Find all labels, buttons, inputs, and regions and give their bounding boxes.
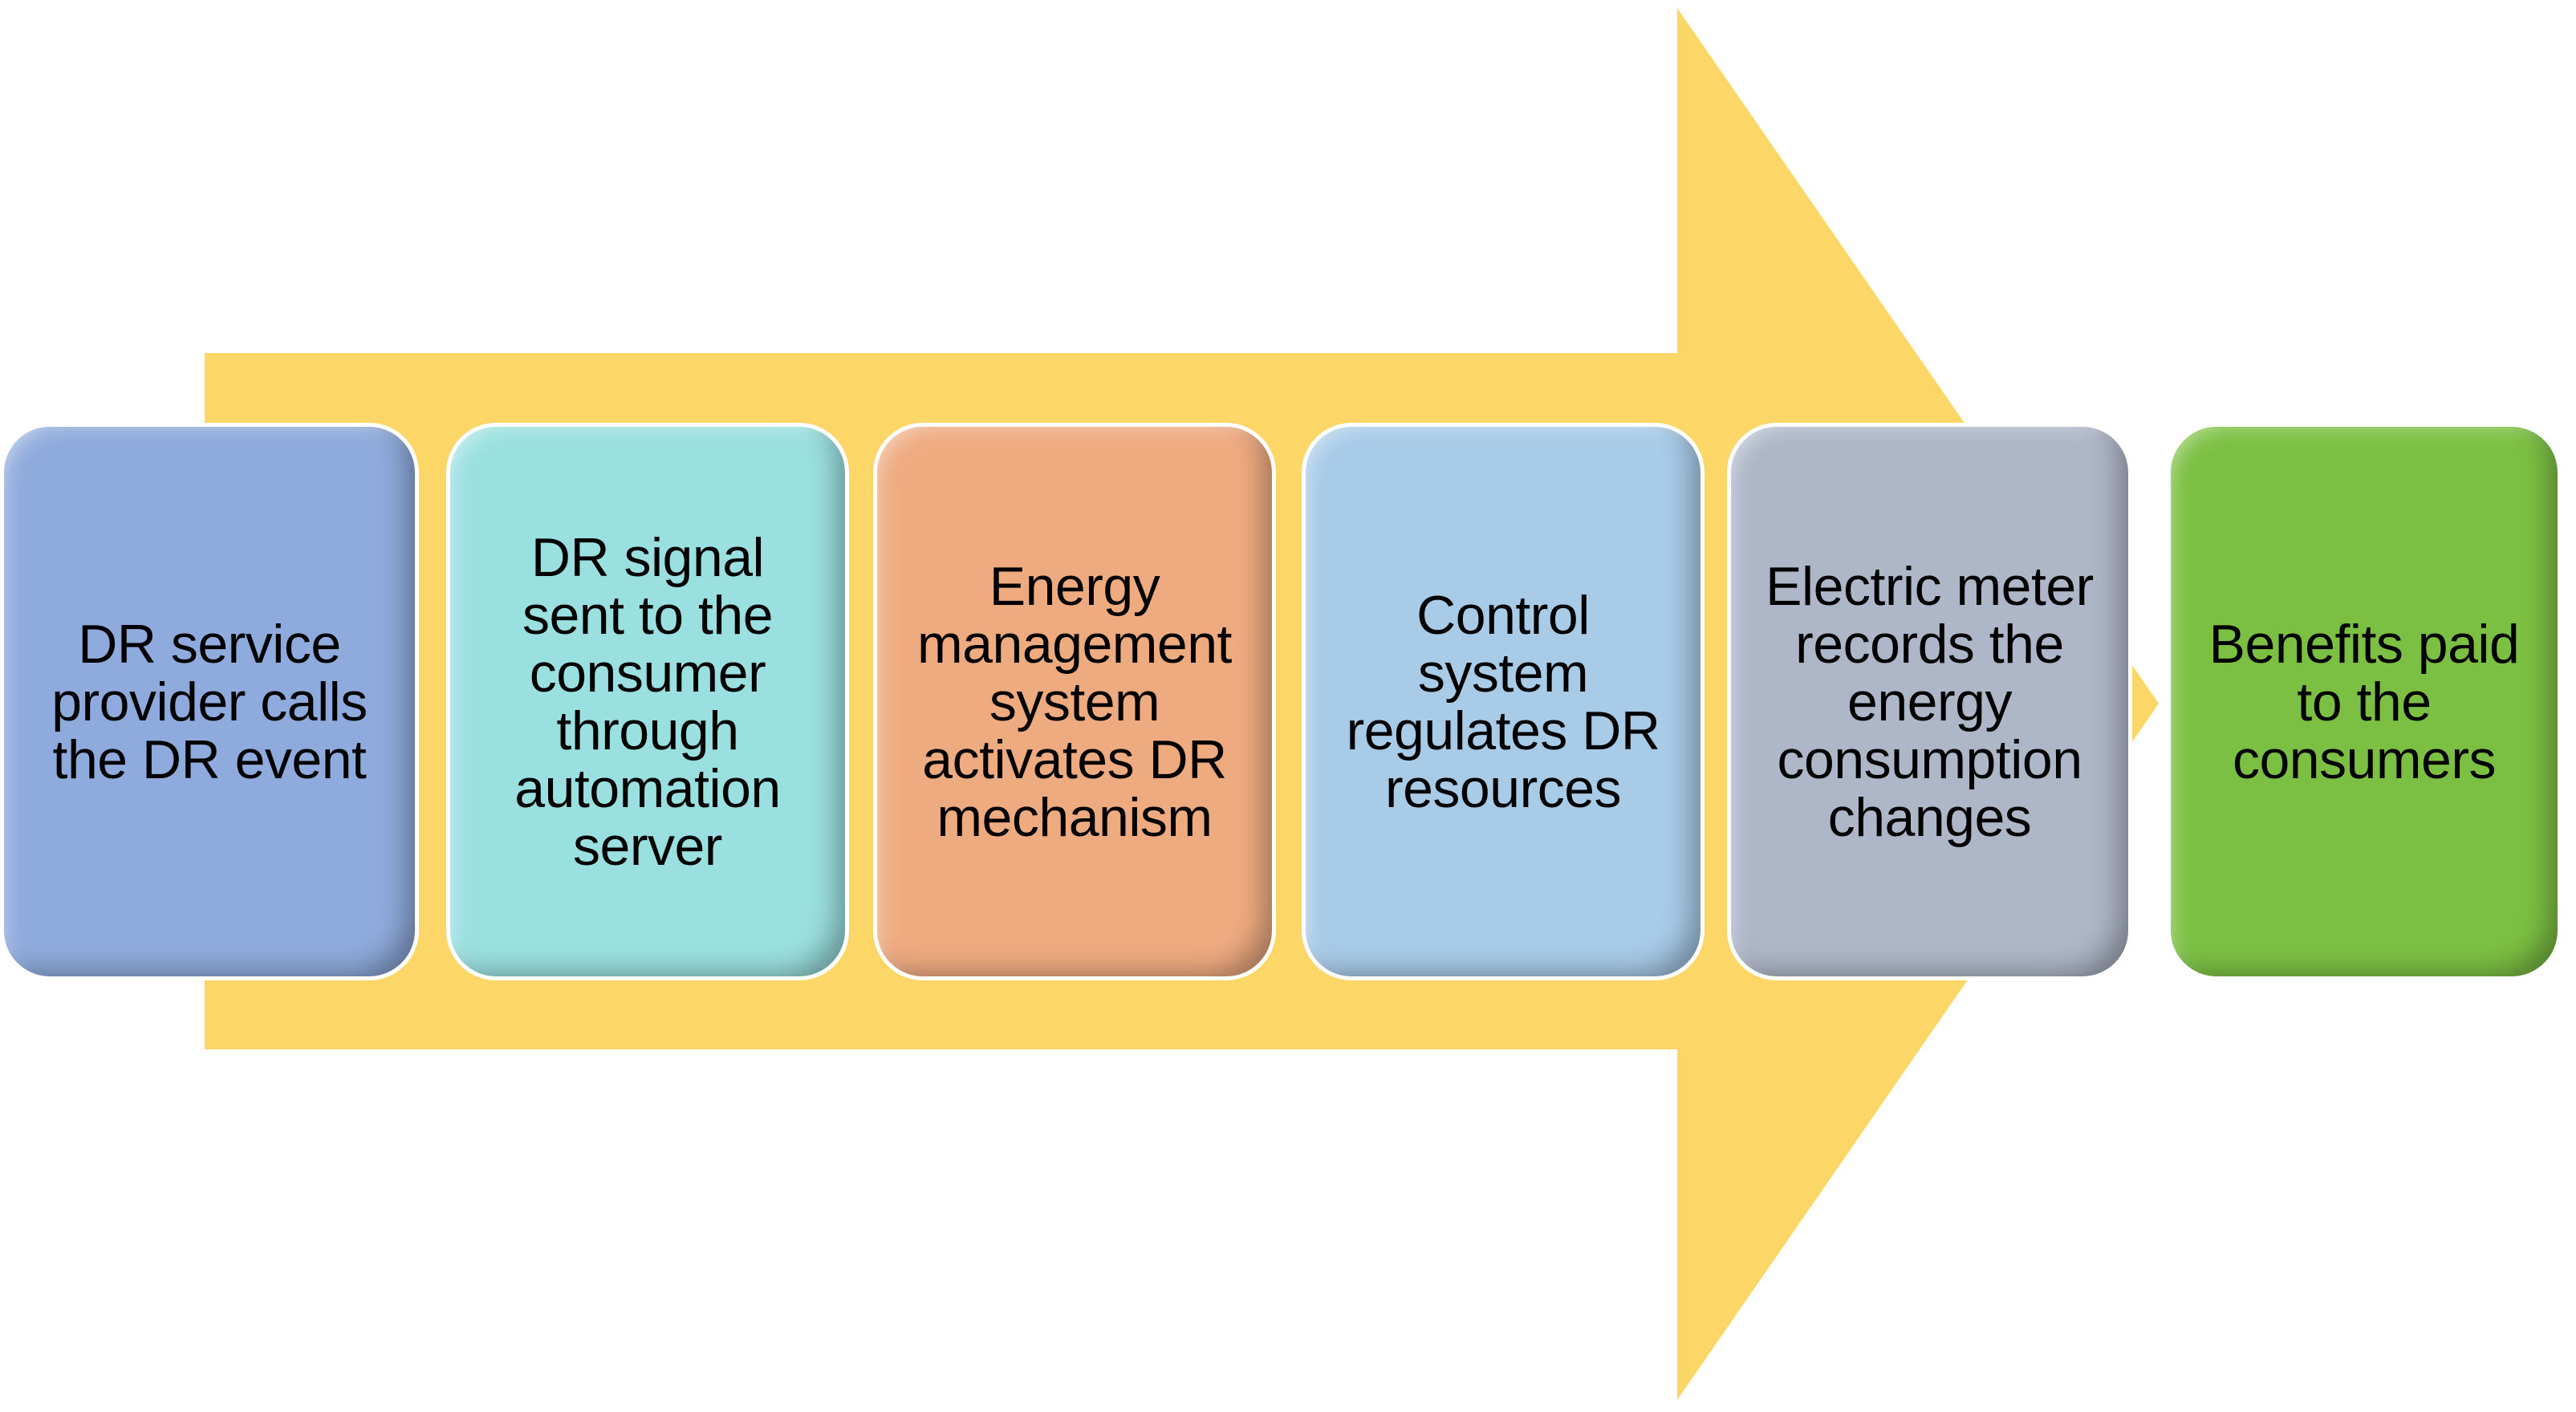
process-step-1[interactable]: DR service provider calls the DR event <box>0 423 419 980</box>
process-step-4-label: Control system regulates DR resources <box>1346 584 1660 819</box>
process-step-2[interactable]: DR signal sent to the consumer through a… <box>446 423 849 980</box>
process-step-1-label: DR service provider calls the DR event <box>51 613 368 790</box>
process-step-3[interactable]: Energy management system activates DR me… <box>873 423 1276 980</box>
process-step-row: DR service provider calls the DR event D… <box>0 423 2576 980</box>
process-step-5[interactable]: Electric meter records the energy consum… <box>1727 423 2132 980</box>
process-step-6[interactable]: Benefits paid to the consumers <box>2167 423 2562 980</box>
process-step-6-label: Benefits paid to the consumers <box>2208 613 2520 790</box>
process-step-2-label: DR signal sent to the consumer through a… <box>514 526 781 877</box>
process-step-5-label: Electric meter records the energy consum… <box>1765 555 2094 848</box>
process-step-3-label: Energy management system activates DR me… <box>917 555 1232 848</box>
process-step-4[interactable]: Control system regulates DR resources <box>1302 423 1704 980</box>
